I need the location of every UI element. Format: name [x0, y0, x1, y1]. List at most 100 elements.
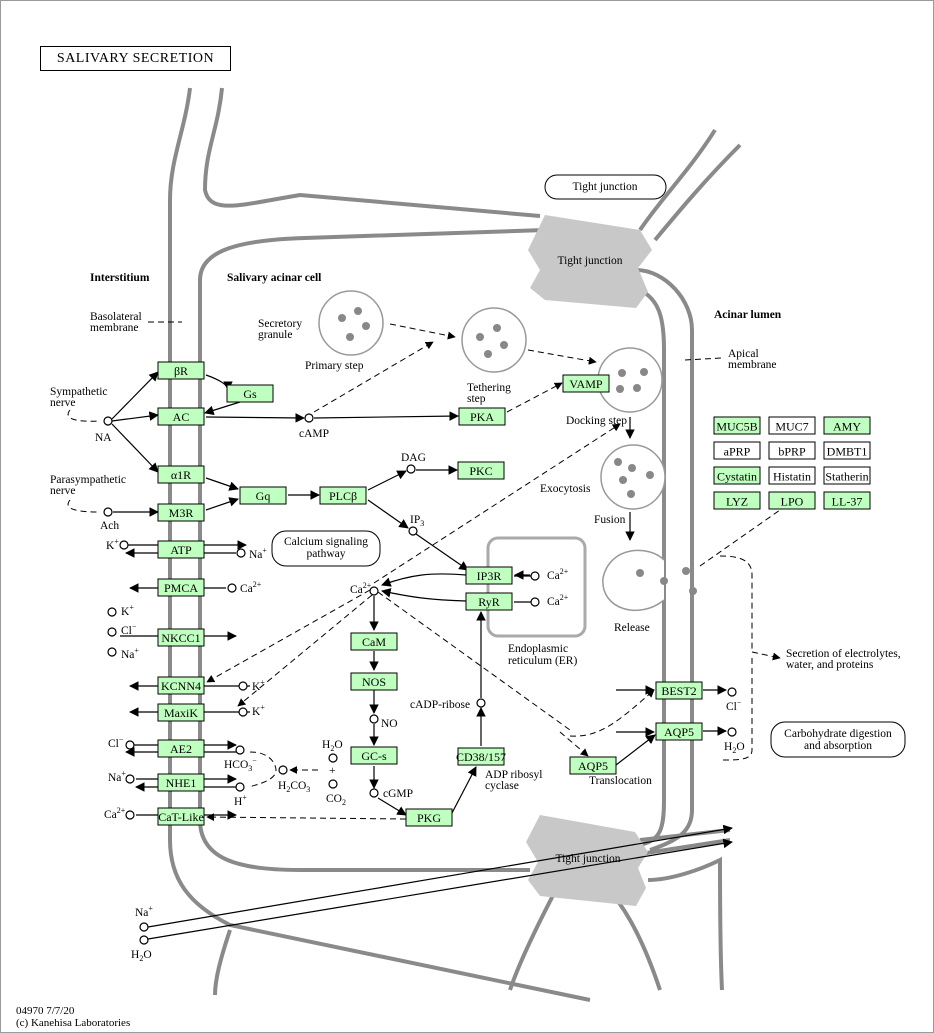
ip3-label: IP3 [410, 514, 424, 528]
svg-text:MUC7: MUC7 [775, 420, 808, 434]
k-ion-maxik: K+ [252, 703, 265, 718]
gene-PKC[interactable]: PKC [457, 461, 505, 480]
er-label-1: Endoplasmic [508, 643, 568, 655]
gene-NKCC1[interactable]: NKCC1 [157, 628, 205, 647]
svg-text:Gq: Gq [256, 489, 271, 503]
secreted-protein-muc7[interactable]: MUC7 [768, 416, 816, 435]
gene-PKA[interactable]: PKA [458, 407, 506, 426]
adp-cyclase-label-2: cyclase [485, 780, 519, 792]
release-label: Release [614, 622, 650, 634]
gene-M3R[interactable]: M3R [157, 503, 205, 522]
na-ion-atp: Na+ [249, 546, 267, 561]
gene-CaT-Like[interactable]: CaT-Like [157, 807, 205, 826]
svg-text:DMBT1: DMBT1 [827, 445, 868, 459]
na-ion-nhe1: Na+ [108, 769, 126, 784]
secreted-protein-aprp[interactable]: aPRP [713, 441, 761, 460]
svg-text:ATP: ATP [170, 543, 192, 557]
compounds [103, 413, 737, 945]
gene-PLCb[interactable]: PLCβ [319, 486, 367, 505]
secreted-protein-dmbt1[interactable]: DMBT1 [823, 441, 871, 460]
secretion-label-1: Secretion of electrolytes, [786, 648, 901, 660]
er-label-2: reticulum (ER) [508, 655, 577, 667]
secreted-protein-statherin[interactable]: Statherin [823, 466, 871, 485]
svg-text:BEST2: BEST2 [661, 684, 696, 698]
gene-Gq[interactable]: Gq [239, 486, 287, 505]
secreted-protein-histatin[interactable]: Histatin [768, 466, 816, 485]
gene-NOS[interactable]: NOS [350, 672, 398, 691]
svg-text:AC: AC [173, 410, 190, 424]
secreted-protein-lyz[interactable]: LYZ [713, 491, 761, 510]
link-calcium-signaling[interactable]: Calcium signaling pathway [271, 530, 381, 567]
gene-NHE1[interactable]: NHE1 [157, 773, 205, 792]
svg-text:RyR: RyR [478, 595, 500, 609]
secreted-protein-amy[interactable]: AMY [823, 416, 871, 435]
link-tight-junction[interactable]: Tight junction [544, 174, 667, 200]
gene-a1R[interactable]: α1R [157, 465, 205, 484]
apical-label-1: Apical [728, 348, 759, 360]
gene-AQP5-vesicle[interactable]: AQP5 [569, 756, 617, 775]
footer-id-date: 04970 7/7/20 [16, 1005, 75, 1017]
gene-GC-s[interactable]: GC-s [350, 746, 398, 765]
plus-label: + [329, 765, 336, 777]
text-labels: Sympathetic nerve NA Parasympathetic ner… [50, 318, 901, 963]
cadpr-label: cADP-ribose [410, 699, 470, 711]
h2o-label-cell: H2O [322, 739, 343, 753]
gene-PMCA[interactable]: PMCA [157, 578, 205, 597]
gene-MaxiK[interactable]: MaxiK [157, 703, 205, 722]
exocytosis-granule [600, 444, 666, 510]
gene-AC[interactable]: AC [157, 407, 205, 426]
gene-CD38[interactable]: CD38/157 [456, 747, 506, 766]
secretory-granule [318, 290, 384, 356]
cl-ion-best2: Cl− [726, 698, 742, 713]
svg-text:Cystatin: Cystatin [717, 470, 757, 484]
sympathetic-label-1: Sympathetic [50, 386, 108, 398]
svg-text:and absorption: and absorption [804, 740, 872, 752]
svg-text:LYZ: LYZ [726, 495, 748, 509]
release-granule [602, 549, 697, 612]
secretory-granule-label-1: Secretory [258, 318, 302, 330]
h2o-label-aqp5: H2O [724, 741, 745, 755]
gene-RyR[interactable]: RyR [465, 592, 513, 611]
svg-text:pathway: pathway [307, 548, 346, 560]
link-carbohydrate-digestion[interactable]: Carbohydrate digestion and absorption [770, 721, 906, 758]
secreted-protein-muc5b[interactable]: MUC5B [713, 416, 761, 435]
h-ion: H+ [234, 793, 247, 808]
ca-ion-cat: Ca2+ [104, 806, 126, 821]
svg-text:AMY: AMY [833, 420, 861, 434]
gene-IP3R[interactable]: IP3R [465, 566, 513, 585]
svg-text:MUC5B: MUC5B [716, 420, 757, 434]
ca-ion-er-1: Ca2+ [547, 567, 569, 582]
cell-membranes [168, 87, 742, 1002]
svg-text:LPO: LPO [781, 495, 804, 509]
secreted-protein-bprp[interactable]: bPRP [768, 441, 816, 460]
tight-junction-top-label: Tight junction [557, 255, 622, 267]
secretory-granule-label-2: granule [258, 329, 292, 341]
gene-AE2[interactable]: AE2 [157, 739, 205, 758]
gene-KCNN4[interactable]: KCNN4 [157, 676, 205, 695]
edges [67, 323, 781, 940]
secreted-protein-ll-37[interactable]: LL-37 [823, 491, 871, 510]
gene-ATP[interactable]: ATP [157, 540, 205, 559]
gene-CaM[interactable]: CaM [350, 632, 398, 651]
no-label: NO [381, 718, 398, 730]
svg-text:AE2: AE2 [170, 742, 192, 756]
svg-text:NKCC1: NKCC1 [161, 631, 200, 645]
gene-VAMP[interactable]: VAMP [562, 374, 610, 393]
svg-text:PMCA: PMCA [164, 581, 198, 595]
secreted-protein-lpo[interactable]: LPO [768, 491, 816, 510]
gene-bR[interactable]: βR [157, 361, 205, 380]
ach-label: Ach [100, 520, 119, 532]
gene-Gs[interactable]: Gs [226, 384, 274, 403]
sympathetic-label-2: nerve [50, 397, 76, 409]
fusion-label: Fusion [594, 514, 626, 526]
ca-ion-cytosol: Ca2+ [350, 581, 372, 596]
svg-text:Carbohydrate digestion: Carbohydrate digestion [784, 728, 892, 740]
gene-AQP5-apical[interactable]: AQP5 [655, 722, 703, 741]
gene-BEST2[interactable]: BEST2 [655, 681, 703, 700]
svg-text:α1R: α1R [171, 468, 191, 482]
secreted-protein-cystatin[interactable]: Cystatin [713, 466, 761, 485]
svg-text:bPRP: bPRP [778, 445, 806, 459]
gene-PKG[interactable]: PKG [405, 808, 453, 827]
svg-text:CD38/157: CD38/157 [456, 750, 506, 764]
